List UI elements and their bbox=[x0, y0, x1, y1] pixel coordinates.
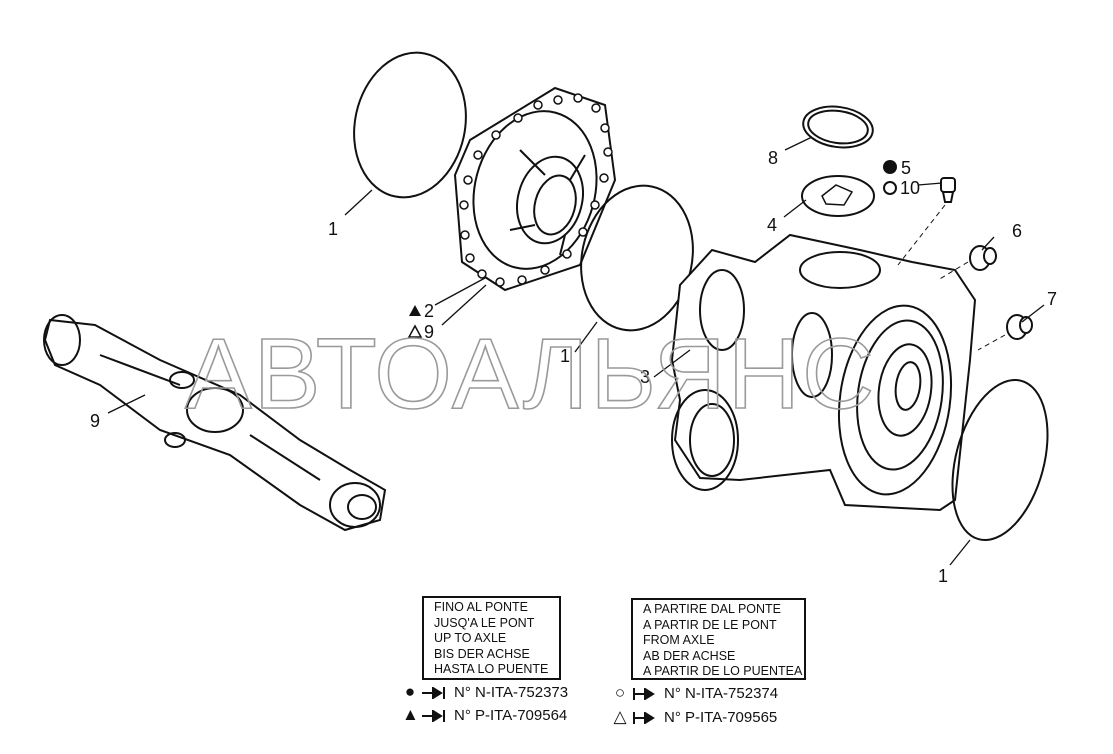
serial-filled-circle: ● N° N-ITA-752373 bbox=[402, 682, 568, 702]
open-triangle-icon: △ bbox=[613, 707, 627, 726]
filled-triangle-icon: ▲ bbox=[402, 705, 419, 724]
callout-5: 5 bbox=[901, 158, 911, 178]
arrow-to-bar-icon bbox=[422, 686, 450, 700]
callout-7: 7 bbox=[1047, 289, 1057, 309]
legend-line: UP TO AXLE bbox=[434, 631, 507, 645]
snap-ring bbox=[802, 105, 874, 149]
legend-box-up-to-axle: FINO AL PONTE JUSQ'A LE PONT UP TO AXLE … bbox=[422, 596, 561, 680]
callout-8: 8 bbox=[768, 148, 778, 168]
serial-text: N° N-ITA-752373 bbox=[454, 683, 569, 701]
callout-9-cover: 9 bbox=[424, 322, 434, 342]
serial-filled-triangle: ▲ N° P-ITA-709564 bbox=[402, 705, 567, 725]
legend-line: JUSQ'A LE PONT bbox=[434, 615, 535, 630]
breather-fitting bbox=[940, 177, 956, 203]
plug-6 bbox=[969, 245, 997, 271]
filled-triangle-marker bbox=[409, 305, 421, 316]
callout-10: 10 bbox=[900, 178, 920, 198]
o-ring-top bbox=[353, 51, 467, 199]
filled-circle-marker bbox=[883, 160, 897, 174]
serial-open-circle: ○ N° N-ITA-752374 bbox=[612, 683, 778, 703]
bar-to-arrow-icon bbox=[632, 687, 660, 701]
legend-line: HASTA LO PUENTE bbox=[434, 662, 549, 676]
serial-text: N° N-ITA-752374 bbox=[664, 684, 779, 702]
callout-1-top: 1 bbox=[328, 219, 338, 239]
open-triangle-marker bbox=[407, 324, 423, 338]
legend-box-from-axle: A PARTIRE DAL PONTE A PARTIR DE LE PONT … bbox=[631, 598, 806, 680]
legend-line: AB DER ACHSE bbox=[643, 648, 736, 663]
callout-4: 4 bbox=[767, 215, 777, 235]
callout-9-axle: 9 bbox=[90, 411, 100, 431]
watermark: АВТОАЛЬЯНС bbox=[185, 318, 876, 430]
legend-line: A PARTIRE DAL PONTE bbox=[643, 602, 782, 616]
callout-1-bottom: 1 bbox=[938, 566, 948, 586]
callout-1-middle: 1 bbox=[560, 346, 570, 366]
legend-line: A PARTIR DE LE PONT bbox=[643, 617, 777, 632]
callout-6: 6 bbox=[1012, 221, 1022, 241]
serial-text: N° P-ITA-709564 bbox=[454, 706, 568, 724]
callout-2: 2 bbox=[424, 301, 434, 321]
legend-line: A PARTIR DE LO PUENTEA bbox=[643, 664, 803, 678]
legend-line: FINO AL PONTE bbox=[434, 600, 529, 614]
axle-assembly bbox=[43, 314, 387, 532]
o-ring-middle bbox=[580, 184, 694, 332]
arrow-to-bar-icon bbox=[422, 709, 450, 723]
serial-open-triangle: △ N° P-ITA-709565 bbox=[612, 707, 777, 727]
bar-to-arrow-icon bbox=[632, 711, 660, 725]
legend-line: BIS DER ACHSE bbox=[434, 646, 530, 661]
open-circle-marker bbox=[883, 181, 897, 195]
serial-text: N° P-ITA-709565 bbox=[664, 708, 778, 726]
callout-3: 3 bbox=[640, 367, 650, 387]
cap-plate bbox=[801, 175, 875, 217]
plug-7 bbox=[1006, 314, 1033, 340]
open-circle-icon: ○ bbox=[614, 683, 626, 702]
legend-line: FROM AXLE bbox=[643, 633, 715, 647]
differential-housing bbox=[670, 233, 977, 512]
cover-plate bbox=[453, 86, 617, 292]
o-ring-bottom bbox=[951, 378, 1049, 542]
filled-circle-icon: ● bbox=[404, 682, 416, 701]
